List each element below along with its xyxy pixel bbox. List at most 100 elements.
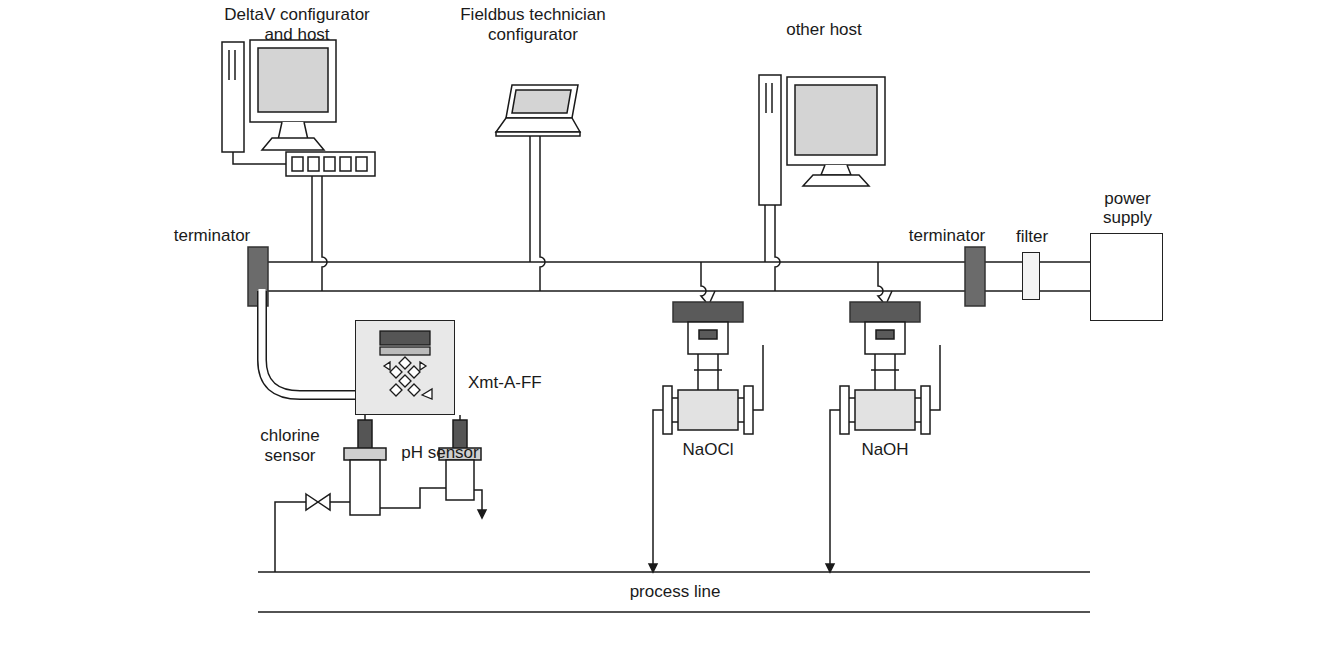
keypad-mark <box>399 357 411 369</box>
drop-wire <box>764 205 766 262</box>
control-valve <box>649 564 657 572</box>
control-valve <box>855 390 915 430</box>
node-heading: power supply <box>1091 189 1164 228</box>
part-label: other host <box>764 20 884 40</box>
bus-segment <box>1040 261 1090 263</box>
keypad-mark <box>390 384 402 396</box>
host-computer <box>803 175 869 186</box>
keypad-mark <box>380 331 430 345</box>
control-valve <box>672 398 744 422</box>
host-computer <box>222 40 336 152</box>
fieldbus-trunk <box>258 261 1022 263</box>
drop-wire <box>775 205 780 291</box>
host-computer <box>262 138 324 150</box>
process-line <box>258 571 1090 573</box>
power-supply-box: power supply <box>1090 233 1163 321</box>
keypad-mark <box>399 375 411 387</box>
control-valve <box>653 410 663 566</box>
terminator-symbol <box>965 247 985 306</box>
part-label: Fieldbus technician configurator <box>446 5 621 44</box>
sample-piping <box>478 510 486 518</box>
laptop-configurator <box>496 118 580 132</box>
sample-piping <box>306 494 330 510</box>
laptop-configurator <box>496 132 580 136</box>
host-computer <box>759 75 885 205</box>
chlorine-sensor-symbol <box>344 420 386 515</box>
control-valve <box>930 345 940 410</box>
chlorine-sensor-symbol <box>344 448 386 460</box>
host-computer <box>250 40 336 122</box>
transmitter-cable <box>262 291 356 395</box>
drop-wire <box>322 176 327 291</box>
process-line <box>258 611 1090 613</box>
interface-card <box>340 157 351 171</box>
part-label: chlorine sensor <box>249 426 331 465</box>
control-valve <box>850 302 920 322</box>
host-computer <box>222 42 244 152</box>
interface-card <box>308 157 319 171</box>
control-valve <box>826 262 940 572</box>
sample-piping <box>275 502 350 572</box>
drop-wire <box>540 135 545 291</box>
keypad-mark <box>422 389 432 399</box>
interface-card <box>233 152 286 164</box>
control-valve <box>871 354 899 390</box>
sensor-wire <box>365 415 460 420</box>
laptop-configurator <box>512 90 571 113</box>
fieldbus-trunk <box>258 290 1022 292</box>
control-valve <box>710 291 715 302</box>
keypad-mark <box>390 366 402 378</box>
ph-sensor-symbol <box>446 460 474 500</box>
control-valve <box>673 302 743 322</box>
control-valve <box>694 354 722 390</box>
drop-wire <box>311 176 313 262</box>
control-valve <box>878 262 883 302</box>
fieldbus-trunk <box>1040 290 1090 292</box>
control-valve <box>876 330 894 339</box>
control-valve <box>849 398 921 422</box>
control-valve <box>840 386 849 434</box>
part-label: DeltaV configurator and host <box>210 5 385 44</box>
control-valve <box>826 564 834 572</box>
sample-piping <box>474 490 482 512</box>
host-computer <box>821 165 851 175</box>
part-label: terminator <box>152 226 272 246</box>
chlorine-sensor-symbol <box>350 460 380 515</box>
interface-card <box>324 157 335 171</box>
interface-card <box>286 152 375 176</box>
part-label: process line <box>605 582 745 602</box>
interface-card <box>356 157 367 171</box>
filter-box: filter <box>1022 252 1040 300</box>
part-label: NaOH <box>840 440 930 460</box>
interface-card <box>292 157 303 171</box>
host-computer <box>228 50 230 80</box>
host-computer <box>234 50 236 80</box>
sample-piping <box>275 488 486 572</box>
drop-wire <box>529 135 531 262</box>
control-valve <box>887 291 892 302</box>
control-valve <box>688 322 728 354</box>
keypad-mark <box>408 384 420 396</box>
host-computer <box>759 75 781 205</box>
laptop-configurator <box>506 85 578 118</box>
terminator-symbol <box>248 247 985 306</box>
sample-piping <box>380 488 446 508</box>
laptop-configurator <box>496 85 580 136</box>
control-valve <box>753 345 763 410</box>
transmitter-box: Xmt-A-FF <box>355 320 455 415</box>
interface-card <box>233 152 375 176</box>
host-computer <box>787 77 885 165</box>
keypad-mark <box>408 366 420 378</box>
drop-wire <box>312 135 780 291</box>
control-valve <box>663 386 672 434</box>
control-valve <box>830 410 840 566</box>
transmitter-cable <box>262 289 356 395</box>
host-computer <box>771 83 773 113</box>
transmitter-cable <box>262 289 356 395</box>
keypad-mark <box>380 347 430 355</box>
part-label: pH sensor <box>385 443 495 463</box>
keypad-mark <box>384 362 426 370</box>
host-computer <box>258 48 328 112</box>
